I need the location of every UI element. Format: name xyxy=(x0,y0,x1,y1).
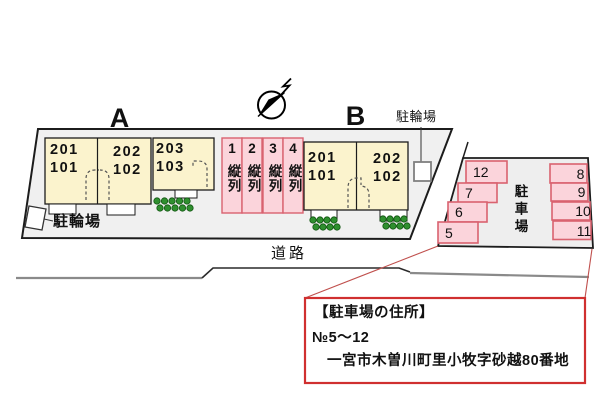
bike-parking-left-label: 駐輪場 xyxy=(53,213,102,230)
unit-b1-upper: 201 xyxy=(308,150,337,166)
building-b-label: B xyxy=(345,101,367,131)
tandem-columns xyxy=(221,137,304,214)
bike-parking-right-label: 駐輪場 xyxy=(396,109,437,124)
tandem-2-number: 2 xyxy=(248,141,256,156)
bike-left-box xyxy=(24,205,47,231)
tandem-1-number: 1 xyxy=(228,141,236,156)
tandem-1-label: 縦列 xyxy=(225,164,241,193)
building-a-unit2-numbers: 202 102 xyxy=(113,143,142,179)
space-5: 5 xyxy=(445,224,453,241)
address-note-box xyxy=(303,296,587,385)
building-a-unit3 xyxy=(152,137,215,191)
tandem-4-number: 4 xyxy=(289,141,297,156)
building-b-unit1-numbers: 201 101 xyxy=(308,149,337,185)
parking-spaces xyxy=(437,160,592,244)
bushes-b2 xyxy=(379,215,411,230)
building-a-porches xyxy=(48,189,198,216)
bike-left-leader-line xyxy=(43,218,54,222)
note-leader-right xyxy=(584,248,593,299)
bike-right-box xyxy=(413,161,432,182)
road-edge-right xyxy=(409,271,590,279)
building-b-stairs xyxy=(347,177,370,208)
space-11: 11 xyxy=(576,222,592,239)
building-b-porches xyxy=(310,209,408,222)
parking-lot-edge-extension xyxy=(462,141,469,159)
space-9: 9 xyxy=(577,184,586,200)
tandem-3-number: 3 xyxy=(269,141,277,156)
tandem-3-label: 縦列 xyxy=(266,164,282,193)
building-a-unit3-numbers: 203 103 xyxy=(156,140,185,176)
space-8: 8 xyxy=(576,165,585,182)
bushes-b1 xyxy=(309,216,341,231)
road-edge-center xyxy=(201,267,411,279)
note-leader-left xyxy=(304,245,439,299)
tandem-4-label: 縦列 xyxy=(286,164,302,193)
unit-a1-lower: 101 xyxy=(50,160,79,176)
road-label: 道路 xyxy=(271,245,308,262)
address-note-numbers: №5～12 xyxy=(312,330,370,346)
unit-a2-lower: 102 xyxy=(113,162,142,178)
unit-a2-upper: 202 xyxy=(113,144,142,160)
address-note-title: 【駐車場の住所】 xyxy=(314,305,434,321)
unit-b2-upper: 202 xyxy=(373,151,402,167)
space-7: 7 xyxy=(465,185,473,201)
space-12: 12 xyxy=(473,164,489,180)
unit-b2-lower: 102 xyxy=(373,169,402,185)
space-10: 10 xyxy=(575,203,591,219)
tandem-2-label: 縦列 xyxy=(245,164,261,193)
parking-lot-label: 駐車場 xyxy=(512,184,528,237)
unit-a3-upper: 203 xyxy=(156,141,185,157)
space-6: 6 xyxy=(455,204,463,220)
north-arrow-icon xyxy=(257,77,292,120)
building-a-unit1-numbers: 201 101 xyxy=(50,141,79,177)
unit-b1-lower: 101 xyxy=(308,168,337,184)
address-note-address: 一宮市木曽川町里小牧字砂越80番地 xyxy=(327,353,570,369)
unit-a3-lower: 103 xyxy=(156,159,185,175)
unit-a1-upper: 201 xyxy=(50,142,79,158)
building-a-stairs xyxy=(85,160,208,200)
bushes-a xyxy=(153,197,194,212)
building-a-label: A xyxy=(109,103,131,133)
building-b-unit2-numbers: 202 102 xyxy=(373,150,402,186)
